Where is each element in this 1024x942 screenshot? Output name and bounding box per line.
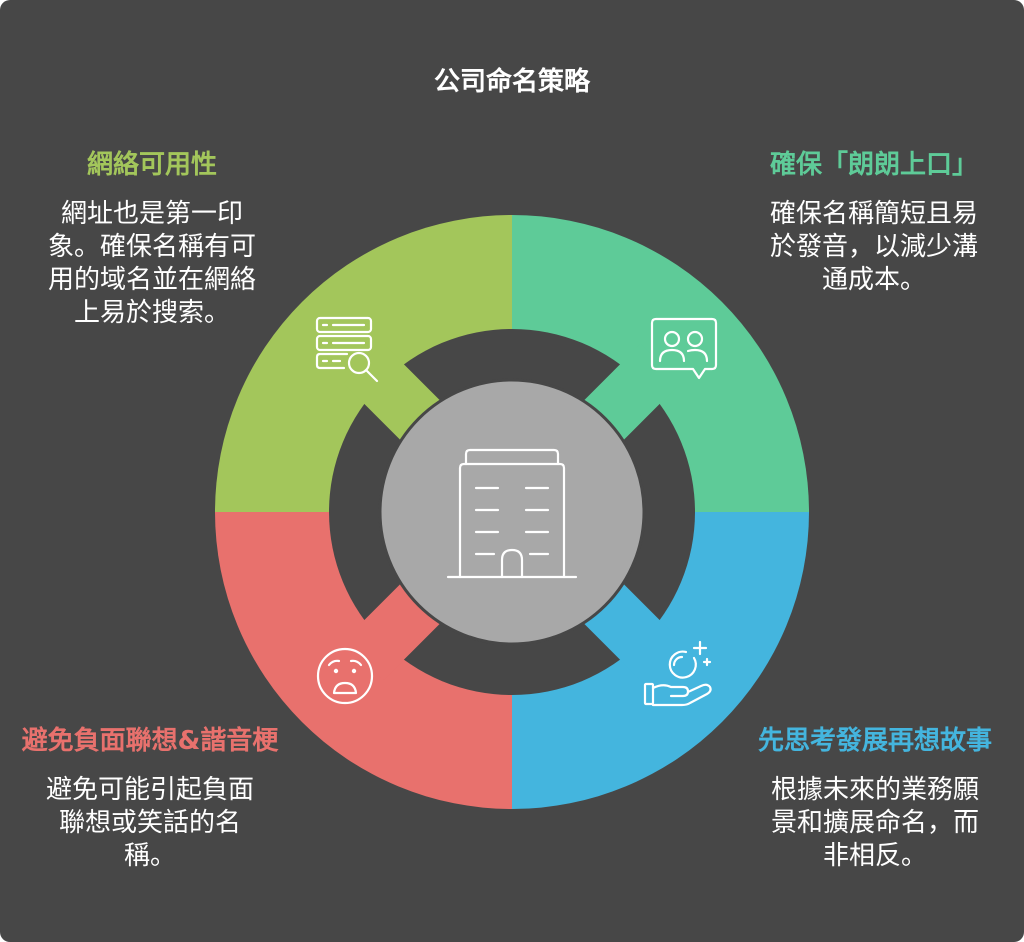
strategy-description: 確保名稱簡短且易 於發音，以減少溝 通成本。: [744, 198, 1004, 297]
building-door: [500, 548, 524, 579]
chat-users-icon: [650, 317, 718, 380]
description-line: 稱。: [123, 841, 176, 871]
face-brow: [349, 659, 363, 667]
server-row: [315, 316, 373, 334]
face-brow: [327, 659, 341, 667]
hand-cuff: [643, 682, 655, 706]
description-line: 網址也是第一印: [60, 199, 243, 229]
description-line: 聯想或笑話的名: [58, 808, 241, 838]
orb-outline: [668, 650, 697, 679]
strategy-catchy-name: 確保「朗朗上口」 確保名稱簡短且易 於發音，以減少溝 通成本。: [744, 148, 1004, 297]
diagram-title: 公司命名策略: [433, 67, 590, 97]
strategy-heading: 避免負面聯想&諧音梗: [21, 726, 279, 756]
user-shoulders: [658, 348, 686, 363]
center-circle: [378, 378, 646, 646]
strategy-heading: 確保「朗朗上口」: [769, 150, 978, 180]
hand-sparkle-icon: [643, 640, 712, 707]
strategy-avoid-negative: 避免負面聯想&諧音梗 避免可能引起負面 聯想或笑話的名 稱。: [20, 724, 280, 873]
sad-face-icon: [316, 647, 374, 705]
strategy-description: 根據未來的業務願 景和擴展命名，而 非相反。: [745, 774, 1005, 873]
strategy-heading: 先思考發展再想故事: [757, 726, 992, 756]
description-line: 根據未來的業務願: [770, 775, 979, 805]
magnifier-handle: [364, 368, 379, 383]
face-mouth: [332, 681, 358, 695]
user-head: [663, 330, 681, 348]
building-body: [458, 462, 566, 579]
hand-palm: [651, 684, 690, 698]
orb-shine: [672, 655, 684, 667]
chat-bubble: [650, 317, 718, 380]
strategy-description: 網址也是第一印 象。確保名稱有可 用的域名並在網絡 上易於搜索。: [22, 198, 282, 330]
description-line: 非相反。: [822, 841, 927, 871]
building-icon: [446, 448, 578, 579]
description-line: 象。確保名稱有可: [47, 232, 256, 262]
strategy-growth-first: 先思考發展再想故事 根據未來的業務願 景和擴展命名，而 非相反。: [745, 724, 1005, 873]
description-line: 上易於搜索。: [73, 298, 230, 328]
face-eye: [351, 668, 357, 674]
description-line: 通成本。: [821, 265, 926, 295]
user-head: [686, 330, 704, 348]
magnifier-lens: [347, 351, 371, 375]
server-row: [315, 352, 349, 370]
description-line: 確保名稱簡短且易: [769, 199, 978, 229]
face-eye: [333, 668, 339, 674]
strategy-network-availability: 網絡可用性 網址也是第一印 象。確保名稱有可 用的域名並在網絡 上易於搜索。: [22, 148, 282, 330]
user-shoulders: [686, 348, 709, 363]
server-row: [315, 334, 373, 352]
strategy-description: 避免可能引起負面 聯想或笑話的名 稱。: [20, 774, 280, 873]
face-outline: [316, 647, 374, 705]
description-line: 避免可能引起負面: [45, 775, 254, 805]
strategy-heading: 網絡可用性: [86, 150, 217, 180]
hand-fingers: [651, 683, 712, 707]
description-line: 用的域名並在網絡: [47, 265, 256, 295]
description-line: 於發音，以減少溝: [769, 232, 978, 262]
building-parapet: [464, 448, 560, 466]
server-search-icon: [315, 316, 379, 383]
description-line: 景和擴展命名，而: [770, 808, 979, 838]
